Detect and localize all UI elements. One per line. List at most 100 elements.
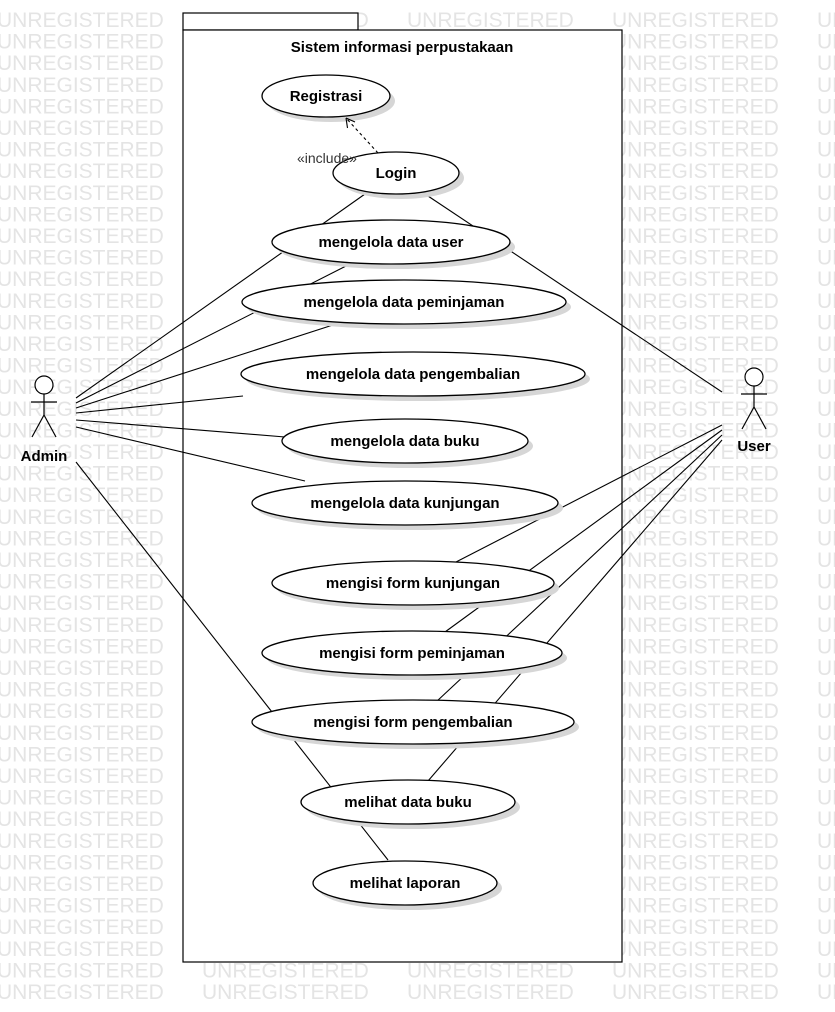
watermark-text: UNREGISTERED: [0, 268, 164, 291]
watermark-text: UNREGISTERED: [612, 419, 779, 442]
use-case-ellipse[interactable]: [271, 560, 555, 606]
use-case-ellipse[interactable]: [251, 480, 559, 526]
use-case-isi-kunjungan[interactable]: mengisi form kunjungan: [271, 560, 559, 610]
watermark-text: UNREGISTERED: [612, 657, 779, 680]
watermark-text: UNREGISTERED: [612, 722, 779, 745]
actor-user[interactable]: User: [737, 367, 771, 455]
watermark-text: UNREGISTERED: [0, 52, 164, 75]
watermark-text: UNREGISTERED: [0, 657, 164, 680]
watermark-text: UNREGISTERED: [0, 916, 164, 939]
include-line: [345, 117, 379, 154]
watermark-text: UNREGISTERED: [407, 9, 574, 32]
use-case-isi-pinjam[interactable]: mengisi form peminjaman: [261, 630, 567, 680]
use-case-kelola-kunjungan[interactable]: mengelola data kunjungan: [251, 480, 563, 530]
watermark-text: UNREGISTERED: [0, 333, 164, 356]
watermark-text: UNREGISTERED: [612, 52, 779, 75]
watermark-text: UNREGISTERED: [612, 95, 779, 118]
watermark-text: UNREGISTERED: [612, 203, 779, 226]
use-case-label: mengelola data peminjaman: [304, 294, 505, 311]
watermark-text: UNREGISTERED: [612, 851, 779, 874]
watermark-text: UNREGISTERED: [612, 182, 779, 205]
watermark-text: UNREGISTERED: [0, 139, 164, 162]
watermark-text: UNREGISTERED: [817, 830, 835, 853]
watermark-text: UNREGISTERED: [0, 117, 164, 140]
actor-admin[interactable]: Admin: [21, 375, 68, 465]
watermark-text: UNREGISTERED: [817, 506, 835, 529]
watermark-text: UNREGISTERED: [817, 182, 835, 205]
watermark-text: UNREGISTERED: [0, 765, 164, 788]
use-case-login[interactable]: Login: [332, 151, 464, 199]
watermark-text: UNREGISTERED: [817, 160, 835, 183]
use-case-ellipse[interactable]: [281, 418, 529, 464]
use-case-ellipse[interactable]: [312, 860, 498, 906]
watermark-text: UNREGISTERED: [817, 247, 835, 270]
watermark-text: UNREGISTERED: [612, 484, 779, 507]
use-case-registrasi[interactable]: Registrasi: [261, 74, 395, 122]
watermark-text: UNREGISTERED: [817, 808, 835, 831]
use-case-ellipse[interactable]: [261, 630, 563, 676]
actor-label: Admin: [21, 448, 68, 465]
use-case-ellipse[interactable]: [261, 74, 391, 118]
watermark-text: UNREGISTERED: [817, 527, 835, 550]
watermark-text: UNREGISTERED: [612, 765, 779, 788]
use-case-label: mengelola data user: [318, 234, 463, 251]
watermark-text: UNREGISTERED: [0, 506, 164, 529]
use-case-ellipse[interactable]: [300, 779, 516, 825]
use-case-kelola-buku[interactable]: mengelola data buku: [281, 418, 533, 468]
watermark-text: UNREGISTERED: [612, 139, 779, 162]
watermark-text: UNREGISTERED: [612, 311, 779, 334]
watermark-text: UNREGISTERED: [0, 484, 164, 507]
actor-left-leg: [31, 414, 45, 438]
watermark-text: UNREGISTERED: [0, 95, 164, 118]
watermark-text: UNREGISTERED: [0, 9, 164, 32]
use-case-ellipse[interactable]: [332, 151, 460, 195]
watermark-text: UNREGISTERED: [817, 441, 835, 464]
watermark-text: UNREGISTERED: [612, 527, 779, 550]
watermark-text: UNREGISTERED: [817, 268, 835, 291]
watermark-text: UNREGISTERED: [0, 203, 164, 226]
use-case-ellipse[interactable]: [241, 279, 567, 325]
watermark-text: UNREGISTERED: [817, 981, 835, 1004]
use-case-lihat-laporan[interactable]: melihat laporan: [312, 860, 502, 910]
watermark-text: UNREGISTERED: [612, 614, 779, 637]
watermark-text: UNREGISTERED: [817, 203, 835, 226]
watermark-text: UNREGISTERED: [612, 571, 779, 594]
watermark-text: UNREGISTERED: [0, 463, 164, 486]
actor-left-leg: [741, 406, 755, 430]
watermark-text: UNREGISTERED: [817, 74, 835, 97]
watermark-text: UNREGISTERED: [817, 916, 835, 939]
use-case-kelola-kembali[interactable]: mengelola data pengembalian: [240, 351, 590, 401]
watermark-text: UNREGISTERED: [817, 571, 835, 594]
watermark-text: UNREGISTERED: [612, 808, 779, 831]
watermark-text: UNREGISTERED: [817, 31, 835, 54]
watermark-text: UNREGISTERED: [0, 225, 164, 248]
include-stereotype: «include»: [297, 150, 357, 166]
use-case-lihat-buku[interactable]: melihat data buku: [300, 779, 520, 829]
watermark-text: UNREGISTERED: [0, 398, 164, 421]
watermark-text: UNREGISTERED: [0, 743, 164, 766]
watermark-text: UNREGISTERED: [817, 679, 835, 702]
actor-right-leg: [43, 414, 57, 438]
watermark-text: UNREGISTERED: [817, 635, 835, 658]
watermark-text: UNREGISTERED: [817, 139, 835, 162]
association-admin-kelola-buku: [75, 419, 286, 438]
use-case-ellipse[interactable]: [240, 351, 586, 397]
watermark-text: UNREGISTERED: [817, 700, 835, 723]
use-case-isi-kembali[interactable]: mengisi form pengembalian: [251, 699, 579, 749]
watermark-text: UNREGISTERED: [612, 117, 779, 140]
use-case-kelola-user[interactable]: mengelola data user: [271, 219, 515, 269]
watermark-text: UNREGISTERED: [0, 355, 164, 378]
watermark-text: UNREGISTERED: [0, 160, 164, 183]
watermark-text: UNREGISTERED: [817, 851, 835, 874]
use-case-label: mengelola data pengembalian: [306, 366, 520, 383]
watermark-text: UNREGISTERED: [0, 419, 164, 442]
association-user-isi-kunjungan: [455, 424, 723, 563]
watermark-text: UNREGISTERED: [0, 311, 164, 334]
use-case-kelola-pinjam[interactable]: mengelola data peminjaman: [241, 279, 571, 329]
association-admin-kelola-kembali: [75, 395, 244, 414]
use-case-ellipse[interactable]: [271, 219, 511, 265]
use-case-ellipse[interactable]: [251, 699, 575, 745]
watermark-text: UNREGISTERED: [0, 592, 164, 615]
watermark-text: UNREGISTERED: [612, 916, 779, 939]
